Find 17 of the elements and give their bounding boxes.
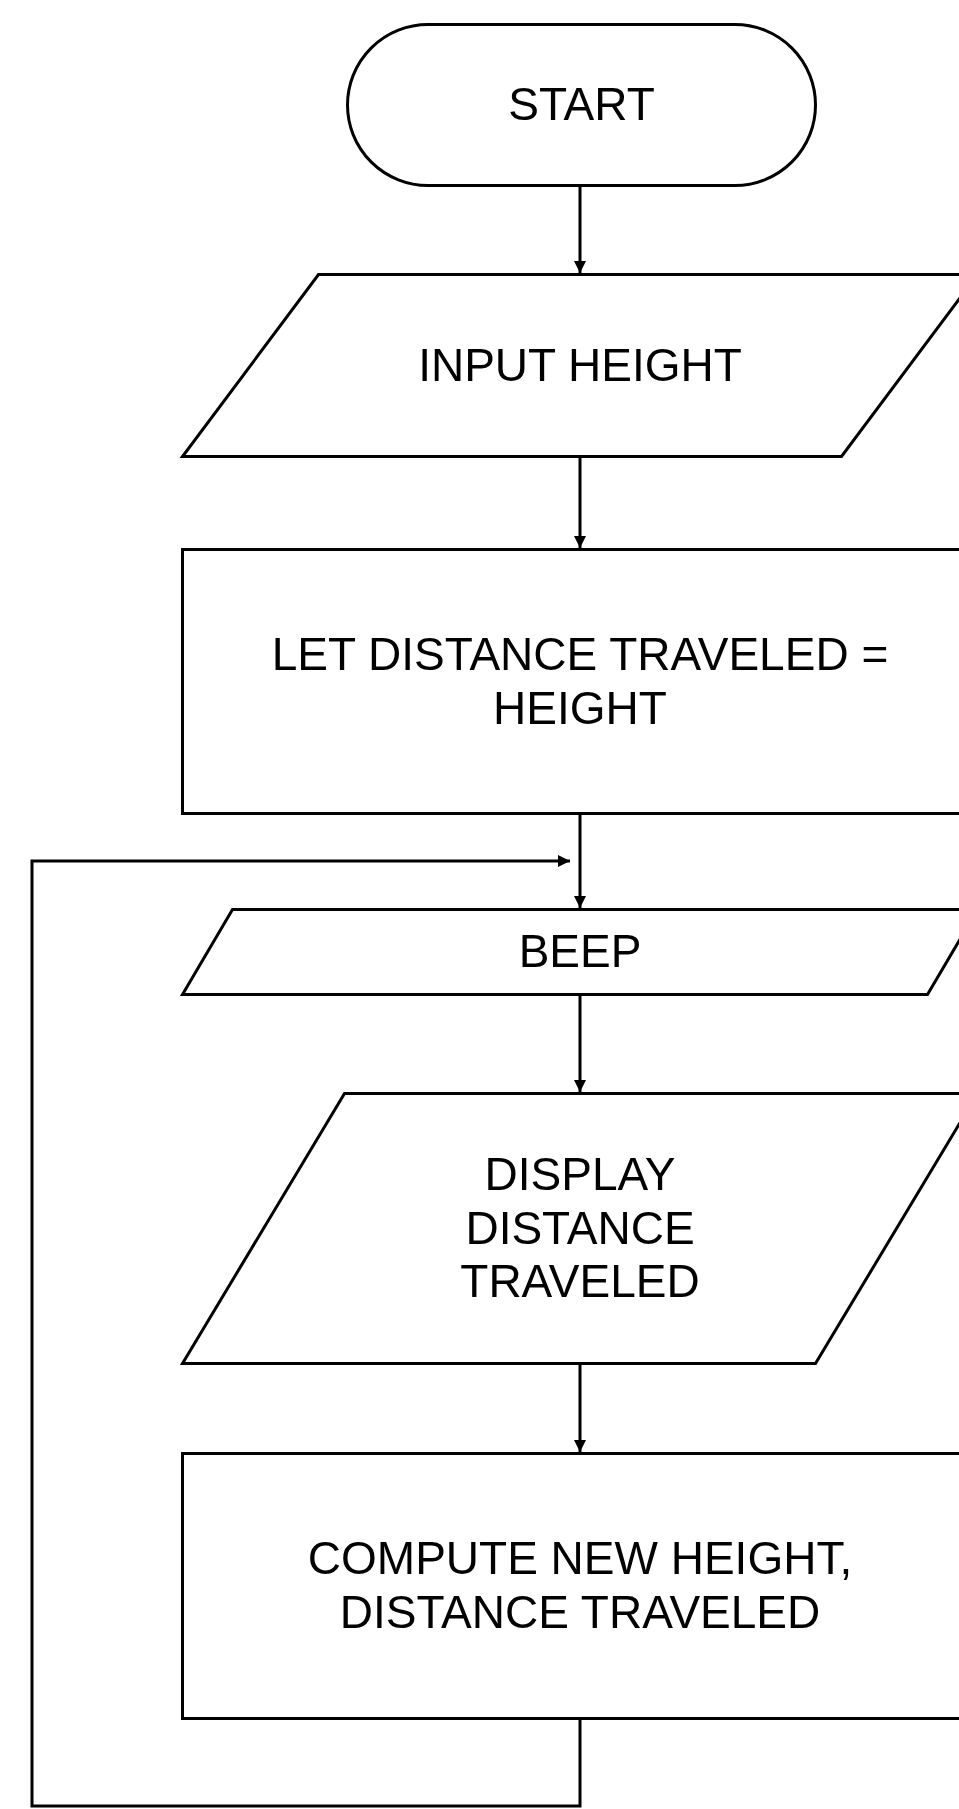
arrow (574, 1365, 586, 1452)
node-text: DISPLAY DISTANCE TRAVELED (459, 1147, 701, 1310)
node-text: COMPUTE NEW HEIGHT, DISTANCE TRAVELED (306, 1532, 854, 1640)
arrow (574, 458, 586, 548)
process-box (181, 1452, 959, 1720)
process-box (181, 548, 959, 815)
node-text: BEEP (518, 925, 642, 979)
arrow (574, 996, 586, 1092)
input-output-shape (181, 273, 959, 458)
node-text: INPUT HEIGHT (418, 338, 742, 393)
input-output-shape (181, 908, 959, 996)
node-text: LET DISTANCE TRAVELED = HEIGHT (270, 627, 890, 736)
arrow (30, 855, 582, 1808)
input-output-shape (181, 1092, 959, 1365)
node-text: START (508, 78, 655, 132)
arrow (574, 815, 586, 908)
arrow (574, 187, 586, 273)
